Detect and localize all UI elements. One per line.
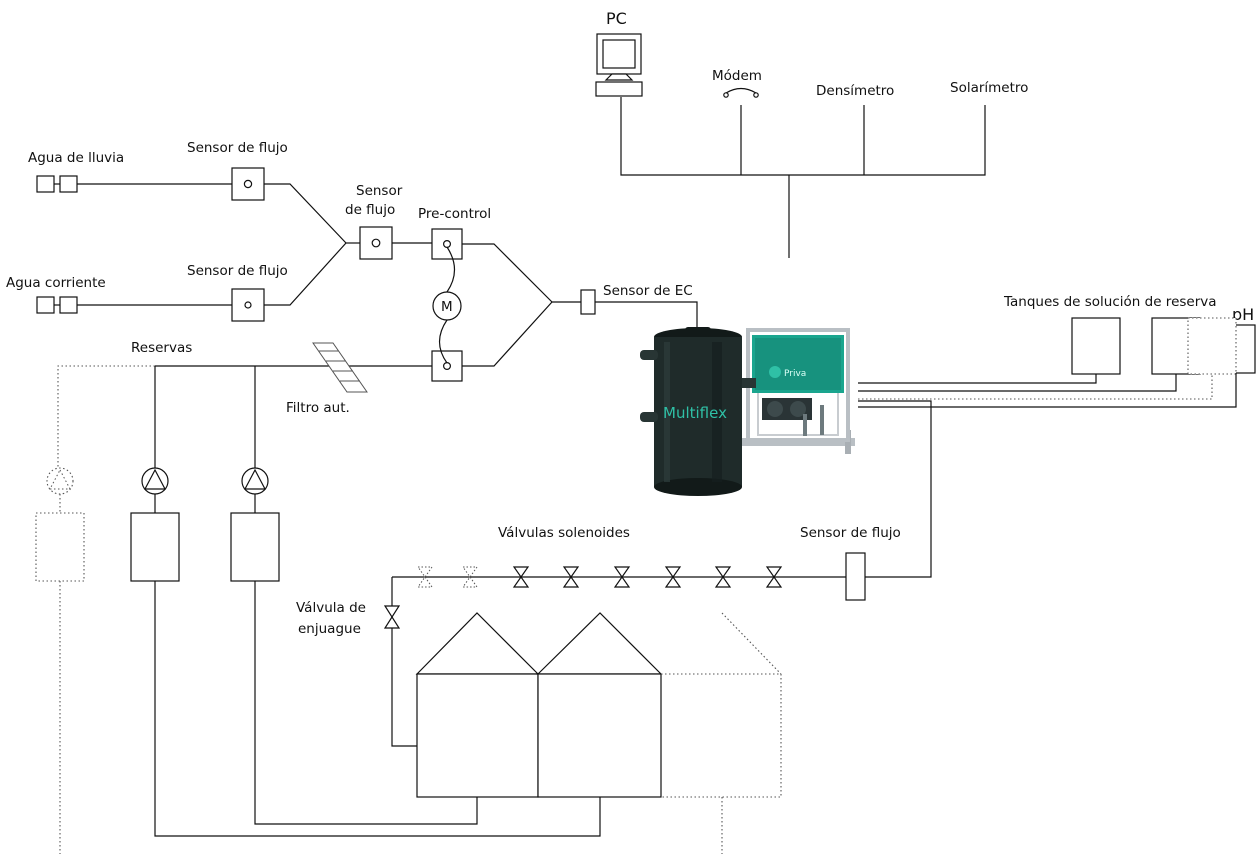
pump-dotted-icon xyxy=(46,467,74,495)
rain-to-merge-pipe xyxy=(264,183,347,244)
flow-sensor-right-icon xyxy=(845,552,866,601)
reserve-tank-dotted xyxy=(35,512,85,582)
sensor-flujo-right-label: Sensor de flujo xyxy=(800,525,901,541)
flush-valve-icon xyxy=(383,605,401,629)
solenoid-valve-3-icon xyxy=(512,566,530,588)
flow-sensor-bottom-icon xyxy=(231,288,265,322)
solenoid-valve-2-icon xyxy=(462,566,478,588)
greenhouse-1 xyxy=(415,612,540,798)
agua-corriente-label: Agua corriente xyxy=(6,275,106,291)
brand-label: Priva xyxy=(784,369,806,379)
greenhouse-3-dotted xyxy=(661,612,782,854)
tanques-label: Tanques de solución de reserva xyxy=(1003,294,1217,310)
reserve2-return-pipe xyxy=(254,581,478,825)
auto-filter-icon xyxy=(312,342,368,393)
stock-tank-3-optional xyxy=(1187,317,1237,375)
sensor-flujo-mid-label-2: de flujo xyxy=(345,202,395,218)
ph-label: pH xyxy=(1232,305,1254,324)
sensor-ec-label: Sensor de EC xyxy=(603,283,693,299)
pump-1-icon xyxy=(141,467,169,495)
multiflex-label: Multiflex xyxy=(663,404,727,422)
solenoid-valve-7-icon xyxy=(714,566,732,588)
multiflex-unit-image: Priva Multiflex xyxy=(640,327,855,496)
mains-to-merge-pipe xyxy=(264,242,347,306)
tank3-feed-line xyxy=(858,374,1213,400)
agua-lluvia-label: Agua de lluvia xyxy=(28,150,124,166)
modem-label: Módem xyxy=(712,68,762,84)
motor-link-top xyxy=(446,246,456,293)
solenoid-valve-6-icon xyxy=(664,566,682,588)
flush-pipe xyxy=(391,577,417,747)
pre-control-valve-bottom-icon xyxy=(431,350,463,382)
pc-label: PC xyxy=(606,9,627,28)
valvula-enjuague-label-2: enjuague xyxy=(298,621,361,637)
reserve-tank-1 xyxy=(130,512,180,582)
flow-sensor-top-icon xyxy=(231,167,265,201)
reserve-tank-2 xyxy=(230,512,280,582)
valvulas-label: Válvulas solenoides xyxy=(498,525,630,541)
valvula-enjuague-label-1: Válvula de xyxy=(296,600,366,616)
multiflex-outlet-pipe xyxy=(858,400,932,578)
reserve1-return-pipe xyxy=(154,581,601,837)
pre-control-valve-top-icon xyxy=(431,228,463,260)
modem-icon xyxy=(723,87,759,98)
densimetro-label: Densímetro xyxy=(816,83,894,99)
solenoid-valve-5-icon xyxy=(613,566,631,588)
solenoid-valve-8-icon xyxy=(765,566,783,588)
mains-inlet-valve-icon xyxy=(36,296,78,314)
sensor-flujo-bottom-label: Sensor de flujo xyxy=(187,263,288,279)
stock-tank-1 xyxy=(1071,317,1121,375)
flow-sensor-mid-icon xyxy=(359,226,393,260)
ec-sensor-icon xyxy=(580,289,596,315)
control-bus xyxy=(620,97,986,176)
greenhouse-2 xyxy=(536,612,663,798)
motor-label: M xyxy=(441,299,453,315)
pre-control-label: Pre-control xyxy=(418,206,491,222)
tank2-feed-line xyxy=(858,374,1177,392)
pump-2-icon xyxy=(241,467,269,495)
solenoid-valve-1-icon xyxy=(417,566,433,588)
motor-link-bottom xyxy=(438,319,448,364)
precontrol-bottom-out-pipe xyxy=(462,301,553,367)
ec-to-multiflex-pipe xyxy=(595,301,698,330)
rain-inlet-valve-icon xyxy=(36,175,78,193)
precontrol-top-out-pipe xyxy=(462,243,553,303)
solenoid-valve-4-icon xyxy=(562,566,580,588)
solarimetro-label: Solarímetro xyxy=(950,80,1028,96)
pc-icon xyxy=(595,33,643,97)
ph-feed-line xyxy=(858,373,1237,408)
reserve-dotted-pipe xyxy=(57,365,155,480)
filtro-label: Filtro aut. xyxy=(286,400,350,416)
sensor-flujo-mid-label-1: Sensor xyxy=(356,183,403,199)
sensor-flujo-top-label: Sensor de flujo xyxy=(187,140,288,156)
reservas-label: Reservas xyxy=(131,340,192,356)
motor-icon xyxy=(432,291,462,321)
tank1-feed-line xyxy=(858,374,1097,384)
